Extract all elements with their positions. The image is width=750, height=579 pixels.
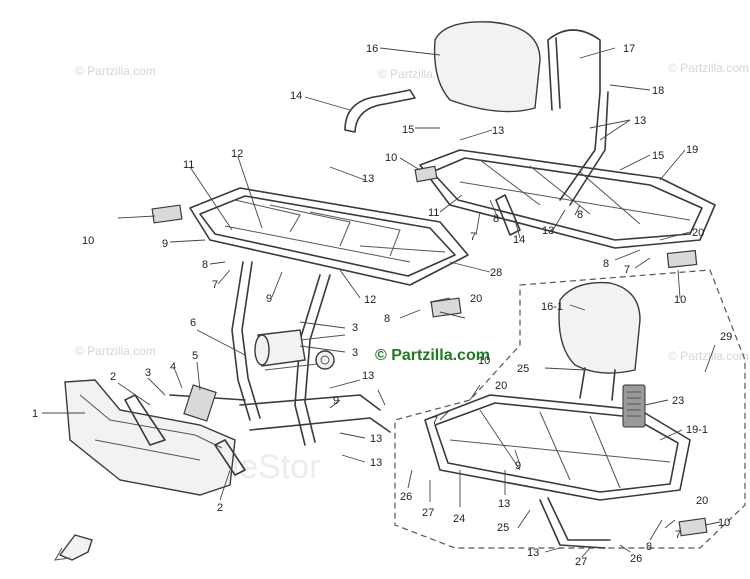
callout-10: 10 [674, 294, 686, 306]
callout-7: 7 [212, 279, 218, 291]
watermark-mid-right: © Partzilla.com [668, 349, 749, 363]
callout-26: 25 [517, 363, 529, 375]
callout-29: 29 [720, 331, 732, 343]
callout-20: 20 [470, 293, 482, 305]
leader-lines [42, 47, 721, 558]
callout-25: 25 [497, 522, 509, 534]
callout-7: 7 [470, 231, 476, 243]
watermark-mid-left: © Partzilla.com [75, 344, 156, 358]
callout-13: 13 [527, 547, 539, 559]
rear-rack [344, 21, 716, 269]
callout-3: 3 [352, 347, 358, 359]
callout-10: 10 [478, 355, 490, 367]
callout-14: 14 [513, 234, 525, 246]
callout-8: 8 [646, 541, 652, 553]
front-fender [64, 379, 246, 496]
callout-17: 17 [623, 43, 635, 55]
callout-10: 10 [718, 517, 730, 529]
callout-8: 8 [384, 313, 390, 325]
callout-2: 2 [110, 371, 116, 383]
callout-9: 9 [515, 460, 521, 472]
callout-14: 14 [290, 90, 302, 102]
callout-13: 13 [542, 225, 554, 237]
callout-13: 13 [370, 457, 382, 469]
callout-3: 3 [145, 367, 151, 379]
callout-28: 27 [575, 556, 587, 568]
callout-12: 12 [231, 148, 243, 160]
callout-15: 15 [402, 124, 414, 136]
callout-11: 11 [183, 159, 194, 171]
callout-8: 8 [603, 258, 609, 270]
watermark-top-left: © Partzilla.com [75, 64, 156, 78]
callout-10: 10 [82, 235, 94, 247]
callout-18: 18 [652, 85, 664, 97]
callout-7: 7 [432, 415, 438, 427]
callout-8: 8 [577, 209, 583, 221]
callout-28: 27 [422, 507, 434, 519]
front-rack [151, 187, 469, 286]
callout-10: 10 [385, 152, 397, 164]
callout-1: 1 [32, 408, 38, 420]
callout-labels: 1 2 2 3 3 3 4 5 6 7 8 9 9 9 10 11 12 12 … [32, 43, 732, 568]
callout-20: 20 [495, 380, 507, 392]
callout-19-1: 19-1 [686, 424, 708, 436]
callout-9: 9 [333, 395, 339, 407]
callout-3: 3 [352, 322, 358, 334]
callout-5: 5 [192, 350, 198, 362]
front-direction-arrow-icon [54, 534, 93, 561]
callout-13: 13 [370, 433, 382, 445]
callout-12: 12 [364, 294, 376, 306]
callout-11: 11 [428, 207, 439, 219]
callout-20: 20 [692, 227, 704, 239]
callout-19: 19 [686, 144, 698, 156]
callout-6: 6 [190, 317, 196, 329]
callout-23: 23 [672, 395, 684, 407]
callout-7: 7 [624, 264, 630, 276]
callout-20: 20 [696, 495, 708, 507]
watermark-top-right: © Partzilla.com [668, 61, 749, 75]
callout-27: 26 [630, 553, 642, 565]
callout-24: 24 [453, 513, 465, 525]
callout-13: 13 [498, 498, 510, 510]
callout-9: 9 [266, 293, 272, 305]
callout-2: 2 [217, 502, 223, 514]
callout-4: 4 [170, 361, 176, 373]
callout-7: 7 [675, 529, 681, 541]
rear-rack-variant [394, 269, 746, 549]
partzilla-brand-watermark: © Partzilla.com [375, 347, 490, 364]
callout-27: 26 [400, 491, 412, 503]
callout-16-1: 16-1 [541, 301, 563, 313]
callout-9: 9 [162, 238, 168, 250]
callout-15: 15 [652, 150, 664, 162]
callout-13: 13 [362, 370, 374, 382]
callout-16: 16 [366, 43, 378, 55]
callout-13: 13 [634, 115, 646, 127]
callout-8: 8 [202, 259, 208, 271]
callout-21: 28 [490, 267, 502, 279]
callout-8: 8 [493, 213, 499, 225]
callout-13: 13 [492, 125, 504, 137]
callout-13: 13 [362, 173, 374, 185]
